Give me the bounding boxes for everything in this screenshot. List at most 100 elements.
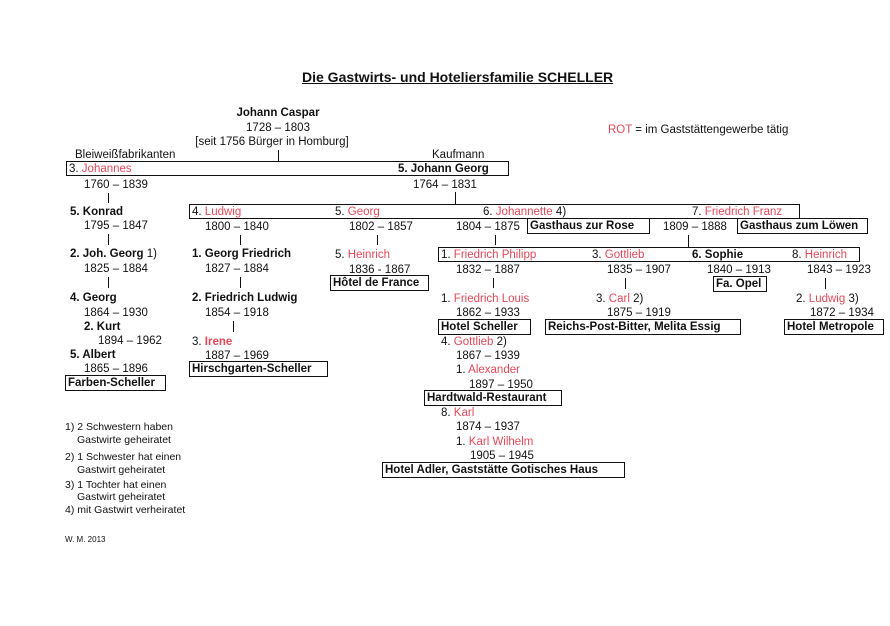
business-box	[189, 361, 328, 377]
connector	[240, 277, 241, 288]
karl-years: 1874 – 1937	[456, 421, 520, 433]
kurt-years: 1894 – 1962	[98, 335, 162, 347]
ludwig-years: 1800 – 1840	[205, 221, 269, 233]
georg-friedrich-name: 1. Georg Friedrich	[192, 248, 292, 260]
gottlieb-years: 1867 – 1939	[456, 350, 520, 362]
gen4-box	[438, 247, 860, 262]
joh-georg-years: 1825 – 1884	[84, 263, 148, 275]
root-name: Johann Caspar	[236, 107, 320, 119]
irene-years: 1887 – 1969	[205, 350, 269, 362]
signature: W. M. 2013	[65, 535, 106, 544]
connector	[625, 278, 626, 289]
footnote-1: 1) 2 Schwestern haben	[65, 421, 173, 433]
business-box	[330, 275, 429, 291]
georg-years: 1864 – 1930	[84, 307, 148, 319]
ludwig-b-years: 1872 – 1934	[810, 307, 874, 319]
hotel-adler-label: Hotel Adler, Gaststätte Gotisches Haus	[385, 464, 599, 476]
johannes-name: 3. Johannes	[69, 163, 132, 175]
georg-friedrich-years: 1827 – 1884	[205, 263, 269, 275]
footnote-1b: Gastwirte geheiratet	[77, 434, 171, 446]
heinrich-b-years: 1843 – 1923	[807, 264, 871, 276]
johann-georg-connector	[455, 192, 456, 204]
carl-years: 1875 – 1919	[607, 307, 671, 319]
fa-opel-label: Fa. Opel	[716, 278, 762, 290]
gasthaus-zur-rose-label: Gasthaus zur Rose	[530, 220, 635, 232]
gottlieb-b-years: 1835 – 1907	[607, 264, 671, 276]
reichs-post-bitter-label: Reichs-Post-Bitter, Melita Essig	[548, 321, 721, 333]
georg-branch-years: 1802 – 1857	[349, 221, 413, 233]
philipp-years: 1832 – 1887	[456, 264, 520, 276]
connector	[495, 235, 496, 245]
connector	[688, 235, 689, 247]
legend: ROT = im Gaststättengewerbe tätig	[608, 123, 788, 137]
connector	[825, 278, 826, 289]
root-note: [seit 1756 Bürger in Homburg]	[195, 136, 349, 148]
footnote-2b: Gastwirt geheiratet	[77, 464, 166, 476]
footnote-3b: Gastwirt geheiratet	[77, 491, 166, 503]
georg-branch-name: 5. Georg	[335, 206, 380, 218]
gottlieb-name: 4. Gottlieb 2)	[441, 336, 507, 348]
hardtwald-restaurant-label: Hardtwald-Restaurant	[427, 392, 547, 404]
page-title: Die Gastwirts- und Hoteliersfamilie SCHE…	[302, 69, 614, 85]
carl-name: 3. Carl 2)	[596, 293, 644, 305]
philipp-name: 1. Friedrich Philipp	[441, 249, 537, 261]
georg-name: 4. Georg	[70, 292, 117, 304]
irene-name: 3. Irene	[192, 336, 233, 348]
root-years: 1728 – 1803	[246, 122, 310, 134]
alexander-years: 1897 – 1950	[469, 379, 533, 391]
connector	[108, 234, 109, 245]
sophie-name: 6. Sophie	[692, 249, 744, 261]
karl-name: 8. Karl	[441, 407, 475, 419]
friedrich-ludwig-name: 2. Friedrich Ludwig	[192, 292, 298, 304]
business-box	[438, 319, 531, 335]
business-box	[784, 319, 884, 335]
friedrich-franz-name: 7. Friedrich Franz	[692, 206, 783, 218]
johannes-years: 1760 – 1839	[84, 179, 148, 191]
label-bleiweiss: Bleiweißfabrikanten	[75, 149, 176, 161]
konrad-years: 1795 – 1847	[84, 220, 148, 232]
karl-wilhelm-years: 1905 – 1945	[470, 450, 534, 462]
business-box	[713, 276, 767, 292]
karl-wilhelm-name: 1. Karl Wilhelm	[456, 436, 534, 448]
heinrich-name: 5. Heinrich	[335, 249, 390, 261]
label-kaufmann: Kaufmann	[432, 149, 485, 161]
friedrich-franz-years: 1809 – 1888	[663, 221, 727, 233]
hotel-de-france-label: Hôtel de France	[333, 277, 420, 289]
business-box	[424, 390, 562, 406]
joh-georg-name: 2. Joh. Georg 1)	[70, 248, 157, 260]
footnote-2: 2) 1 Schwester hat einen	[65, 451, 182, 463]
gottlieb-b-name: 3. Gottlieb	[592, 249, 645, 261]
gen3-box	[189, 204, 800, 219]
connector	[493, 278, 494, 288]
hotel-metropole-label: Hotel Metropole	[787, 321, 874, 333]
connector	[240, 235, 241, 245]
louis-name: 1. Friedrich Louis	[441, 293, 530, 305]
connector	[377, 235, 378, 245]
albert-years: 1865 – 1896	[84, 363, 148, 375]
louis-years: 1862 – 1933	[456, 307, 520, 319]
heinrich-years: 1836 - 1867	[349, 264, 411, 276]
johann-georg-name: 5. Johann Georg	[398, 163, 489, 175]
sophie-years: 1840 – 1913	[707, 264, 771, 276]
business-box	[737, 218, 868, 234]
johannette-name: 6. Johannette 4)	[483, 206, 567, 218]
business-box	[65, 375, 166, 391]
kurt-name: 2. Kurt	[84, 321, 121, 333]
footnote-3: 3) 1 Tochter hat einen	[65, 479, 167, 491]
footnote-4: 4) mit Gastwirt verheiratet	[65, 504, 186, 516]
johannette-years: 1804 – 1875	[456, 221, 520, 233]
farben-scheller-label: Farben-Scheller	[68, 377, 155, 389]
hotel-scheller-label: Hotel Scheller	[441, 321, 518, 333]
gasthaus-zum-loewen-label: Gasthaus zum Löwen	[740, 220, 859, 232]
albert-name: 5. Albert	[70, 349, 116, 361]
legend-rot: ROT	[608, 124, 633, 136]
friedrich-ludwig-years: 1854 – 1918	[205, 307, 269, 319]
konrad-name: 5. Konrad	[70, 206, 124, 218]
business-box	[527, 218, 650, 234]
business-box	[382, 462, 625, 478]
connector	[108, 277, 109, 288]
business-box	[545, 319, 741, 335]
alexander-name: 1. Alexander	[456, 364, 520, 376]
heinrich-b-name: 8. Heinrich	[792, 249, 847, 261]
connector	[108, 193, 109, 203]
